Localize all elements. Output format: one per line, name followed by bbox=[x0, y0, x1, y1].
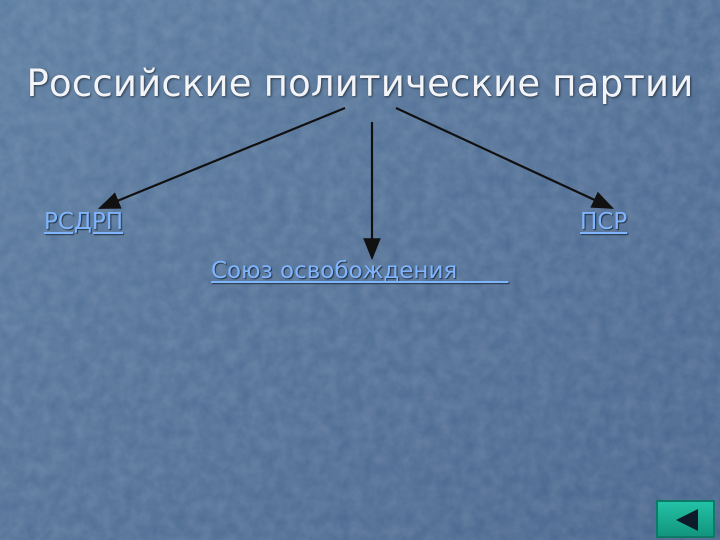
link-rsdrp[interactable]: РСДРП bbox=[44, 209, 124, 235]
back-button[interactable] bbox=[656, 500, 715, 538]
triangle-left-icon bbox=[676, 509, 698, 531]
arrow-to-psr bbox=[395, 107, 614, 209]
arrow-to-rsdrp bbox=[97, 106, 346, 210]
link-psr[interactable]: ПСР bbox=[580, 209, 628, 235]
link-soyuz-osvobozhdeniya[interactable]: Союз освобождения bbox=[211, 258, 509, 284]
slide-title: Российские политические партии bbox=[26, 62, 694, 105]
